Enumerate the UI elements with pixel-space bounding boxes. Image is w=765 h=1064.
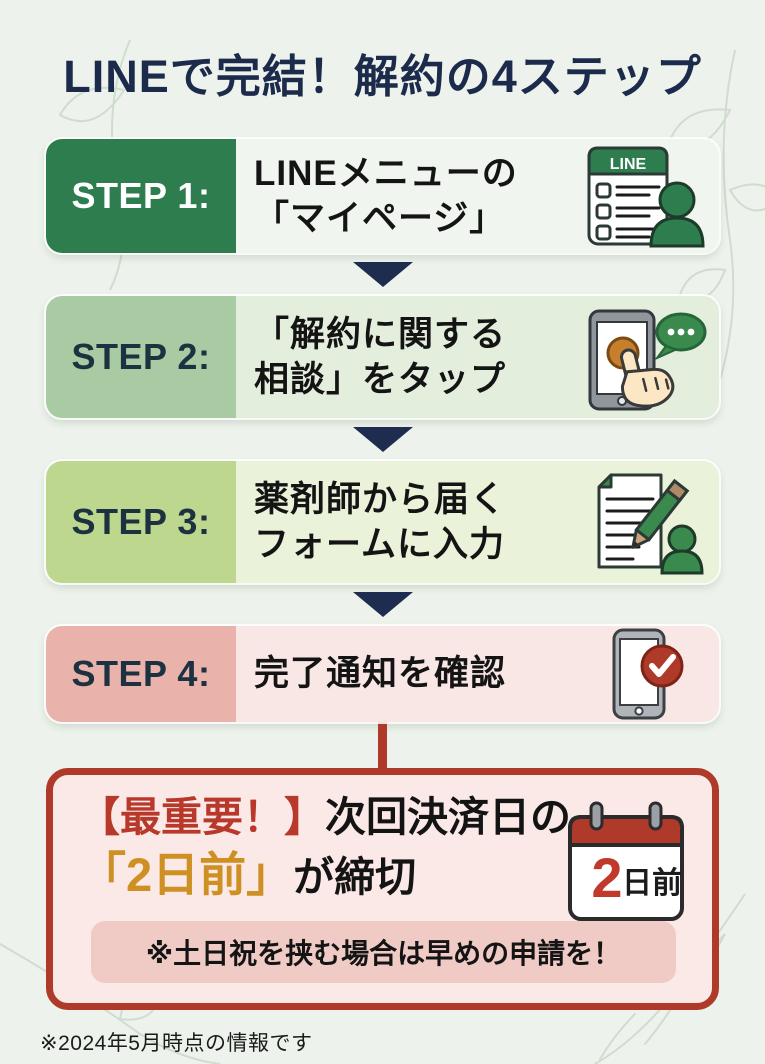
step-3-row: STEP 3: 薬剤師から届く フォームに入力 (44, 459, 721, 585)
footer-disclaimer: ※2024年5月時点の情報です (40, 1032, 313, 1056)
step-4-row: STEP 4: 完了通知を確認 (44, 624, 721, 724)
step-4-text: 完了通知を確認 (236, 626, 569, 722)
important-heading: 【最重要！】次回決済日の 「2日前」が締切 (79, 794, 571, 902)
phone-check-icon (569, 626, 719, 722)
svg-text:日前: 日前 (622, 867, 682, 900)
arrow-down-icon (352, 427, 413, 452)
important-deadline-box: 【最重要！】次回決済日の 「2日前」が締切 2 日前 ※土日祝を挟む場合は早めの… (46, 768, 719, 1011)
step-3-text: 薬剤師から届く フォームに入力 (236, 461, 569, 583)
holiday-warning-note: ※土日祝を挟む場合は早めの申請を！ (91, 921, 676, 984)
calendar-deadline-icon: 2 日前 (564, 797, 688, 930)
step-1-text: LINEメニューの 「マイページ」 (236, 139, 569, 253)
form-pencil-person-icon (569, 461, 719, 583)
svg-text:2: 2 (591, 846, 622, 909)
step-3-label: STEP 3: (46, 461, 236, 583)
svg-text:LINE: LINE (610, 156, 647, 173)
step-1-row: STEP 1: LINEメニューの 「マイページ」 LINE (44, 137, 721, 255)
step-2-label: STEP 2: (46, 296, 236, 418)
phone-tap-chat-icon (569, 296, 719, 418)
step-2-row: STEP 2: 「解約に関する 相談」をタップ (44, 294, 721, 420)
deadline-highlight: 「2日前」 (79, 848, 294, 902)
arrow-down-icon (352, 262, 413, 287)
important-tag: 【最重要！】 (79, 794, 325, 840)
arrow-down-icon (352, 592, 413, 617)
step-1-label: STEP 1: (46, 139, 236, 253)
step-2-text: 「解約に関する 相談」をタップ (236, 296, 569, 418)
step-4-label: STEP 4: (46, 626, 236, 722)
line-menu-profile-icon: LINE (569, 139, 719, 253)
page-title: LINEで完結！解約の4ステップ (63, 51, 702, 102)
steps-list: STEP 1: LINEメニューの 「マイページ」 LINE (44, 137, 721, 768)
connector-line (378, 722, 387, 768)
